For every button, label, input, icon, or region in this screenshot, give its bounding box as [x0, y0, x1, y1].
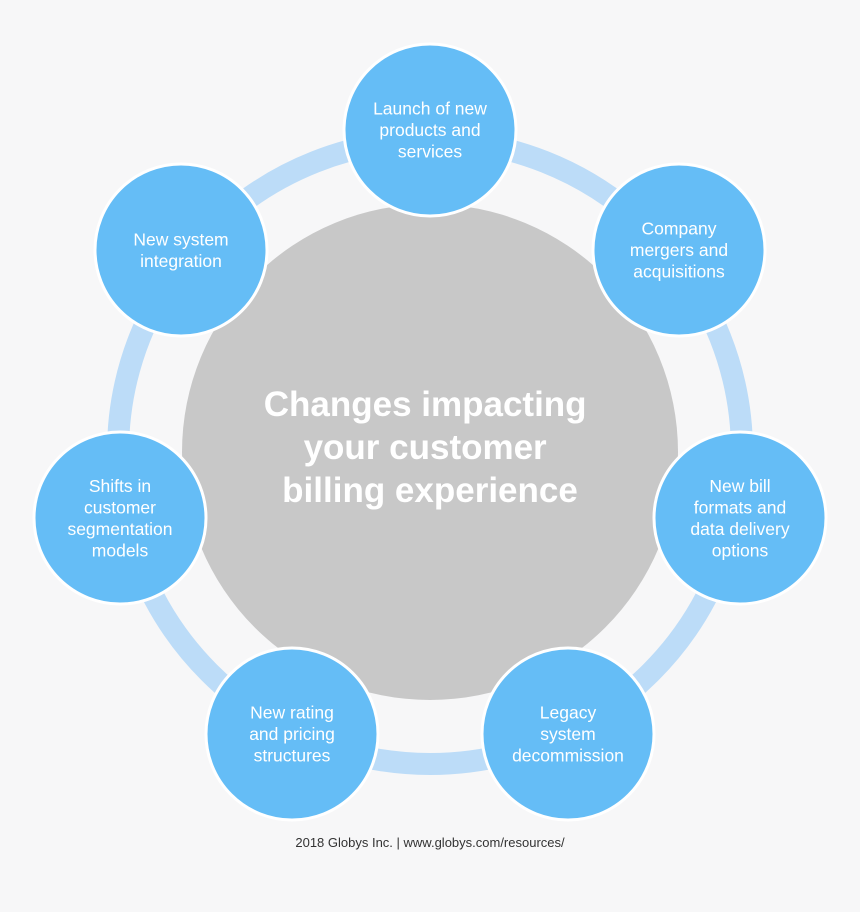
node-label-line: segmentation — [67, 519, 172, 539]
node-label-line: New system — [133, 229, 228, 249]
node-label-line: data delivery — [690, 519, 789, 539]
node-label-line: New rating — [250, 703, 334, 723]
node-circle-rating — [204, 646, 380, 822]
node-circle-mergers — [591, 162, 767, 338]
center-circle — [182, 204, 678, 700]
node-label-line: mergers and — [630, 240, 728, 260]
node-label-line: New bill — [709, 476, 770, 496]
node-label-line: services — [398, 142, 462, 162]
node-label-line: Shifts in — [89, 476, 151, 496]
node-circle-legacy — [480, 646, 656, 822]
node-label-line: Legacy — [540, 703, 597, 723]
node-label-line: products and — [379, 120, 480, 140]
node-circle-segmentation — [32, 430, 208, 606]
node-label-line: acquisitions — [633, 262, 725, 282]
node-label-line: system — [540, 724, 595, 744]
center-title: Changes impacting your customer billing … — [264, 385, 597, 510]
node-label-line: decommission — [512, 746, 624, 766]
node-label-line: Launch of new — [373, 99, 487, 119]
node-label-line: models — [92, 540, 149, 560]
center-title-line-1: Changes impacting — [264, 385, 587, 424]
node-label-line: customer — [84, 497, 156, 517]
node-circle-launch — [342, 42, 518, 218]
center-title-line-2: your customer — [304, 428, 547, 467]
node-label-line: and pricing — [249, 724, 335, 744]
node-circle-bill-formats — [652, 430, 828, 606]
node-label-line: options — [712, 540, 769, 560]
node-circle-integration — [93, 162, 269, 338]
footer-credit: 2018 Globys Inc. | www.globys.com/resour… — [295, 835, 565, 850]
node-label-line: formats and — [694, 497, 786, 517]
node-label-line: structures — [254, 746, 331, 766]
node-label-line: integration — [140, 251, 222, 271]
center-title-line-3: billing experience — [282, 471, 578, 510]
node-label-line: Company — [642, 219, 717, 239]
